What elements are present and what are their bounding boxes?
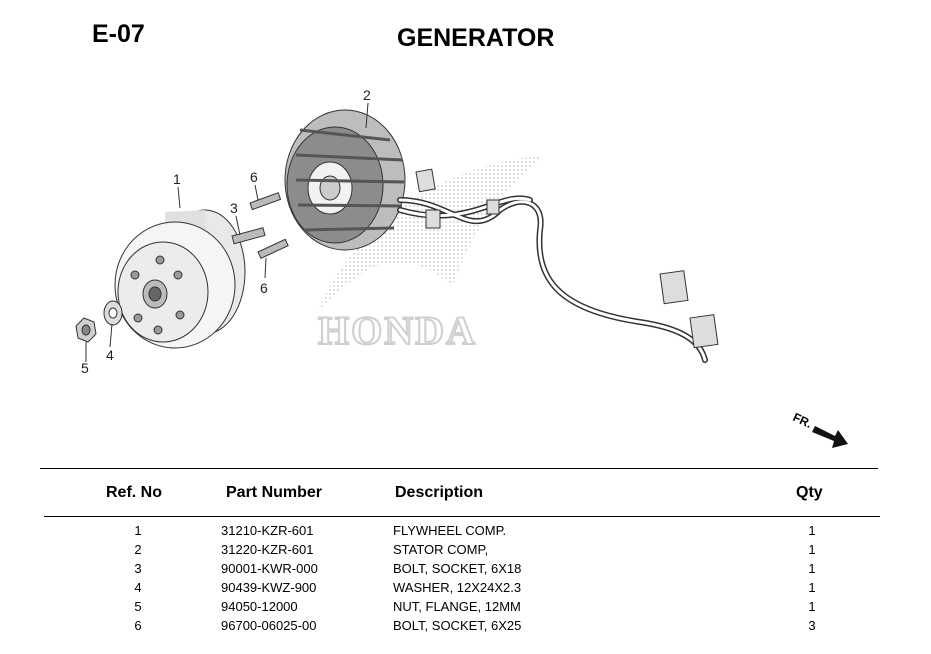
- ref-cell: 5: [134, 599, 142, 614]
- front-marker-label: FR.: [791, 410, 814, 431]
- part-number-cell: 90439-KWZ-900: [221, 580, 317, 595]
- callout-5: 5: [81, 360, 89, 376]
- page-title: GENERATOR: [397, 24, 555, 52]
- front-direction-marker: FR.: [791, 410, 848, 448]
- nut-drawing: [75, 317, 97, 343]
- part-number-cell: 94050-12000: [221, 599, 298, 614]
- ref-cell: 3: [134, 561, 142, 576]
- callout-2: 2: [363, 87, 371, 103]
- arrow-icon: [812, 426, 848, 448]
- description-cell: NUT, FLANGE, 12MM: [393, 599, 521, 614]
- honda-watermark-text: HONDA: [318, 308, 477, 353]
- callout-4: 4: [106, 347, 114, 363]
- section-code: E-07: [92, 20, 145, 48]
- wire-harness-inner: [398, 197, 707, 362]
- table-header-rule: [44, 516, 880, 517]
- leader-lines: [85, 102, 369, 362]
- bolt-drawings: [231, 192, 289, 260]
- honda-wing-watermark: [318, 155, 545, 310]
- ref-cell: 1: [134, 523, 142, 538]
- qty-cell: 1: [808, 580, 816, 595]
- qty-cell: 1: [808, 599, 816, 614]
- table-row: 1 31210-KZR-601 FLYWHEEL COMP. 1: [0, 522, 931, 541]
- ref-cell: 6: [134, 618, 142, 633]
- table-top-rule: [40, 468, 878, 469]
- description-cell: FLYWHEEL COMP.: [393, 523, 507, 538]
- description-cell: BOLT, SOCKET, 6X18: [393, 561, 522, 576]
- stator-drawing: [284, 109, 406, 251]
- table-row: 5 94050-12000 NUT, FLANGE, 12MM 1: [0, 598, 931, 617]
- washer-drawing: [103, 300, 123, 326]
- part-number-cell: 31220-KZR-601: [221, 542, 314, 557]
- column-header-part-number: Part Number: [226, 484, 323, 501]
- callout-3: 3: [230, 200, 238, 216]
- qty-cell: 1: [808, 561, 816, 576]
- table-row: 6 96700-06025-00 BOLT, SOCKET, 6X25 3: [0, 617, 931, 636]
- part-number-cell: 31210-KZR-601: [221, 523, 314, 538]
- generator-exploded-diagram: HONDA: [75, 87, 848, 448]
- column-header-description: Description: [395, 484, 484, 501]
- description-cell: STATOR COMP,: [393, 542, 489, 557]
- description-cell: BOLT, SOCKET, 6X25: [393, 618, 522, 633]
- part-number-cell: 96700-06025-00: [221, 618, 317, 633]
- qty-cell: 1: [808, 523, 816, 538]
- table-row: 3 90001-KWR-000 BOLT, SOCKET, 6X18 1: [0, 560, 931, 579]
- ref-cell: 4: [134, 580, 142, 595]
- parts-table: 1 31210-KZR-601 FLYWHEEL COMP. 1 2 31220…: [0, 522, 931, 636]
- flywheel-drawing: [114, 209, 246, 350]
- connector-drawings: [415, 168, 719, 349]
- callout-6-upper: 6: [250, 169, 258, 185]
- table-row: 4 90439-KWZ-900 WASHER, 12X24X2.3 1: [0, 579, 931, 598]
- qty-cell: 3: [808, 618, 816, 633]
- callout-6-lower: 6: [260, 280, 268, 296]
- column-header-qty: Qty: [796, 484, 823, 501]
- qty-cell: 1: [808, 542, 816, 557]
- part-number-cell: 90001-KWR-000: [221, 561, 318, 576]
- column-header-ref: Ref. No: [106, 484, 162, 501]
- ref-cell: 2: [134, 542, 142, 557]
- description-cell: WASHER, 12X24X2.3: [393, 580, 522, 595]
- table-row: 2 31220-KZR-601 STATOR COMP, 1: [0, 541, 931, 560]
- callout-1: 1: [173, 171, 181, 187]
